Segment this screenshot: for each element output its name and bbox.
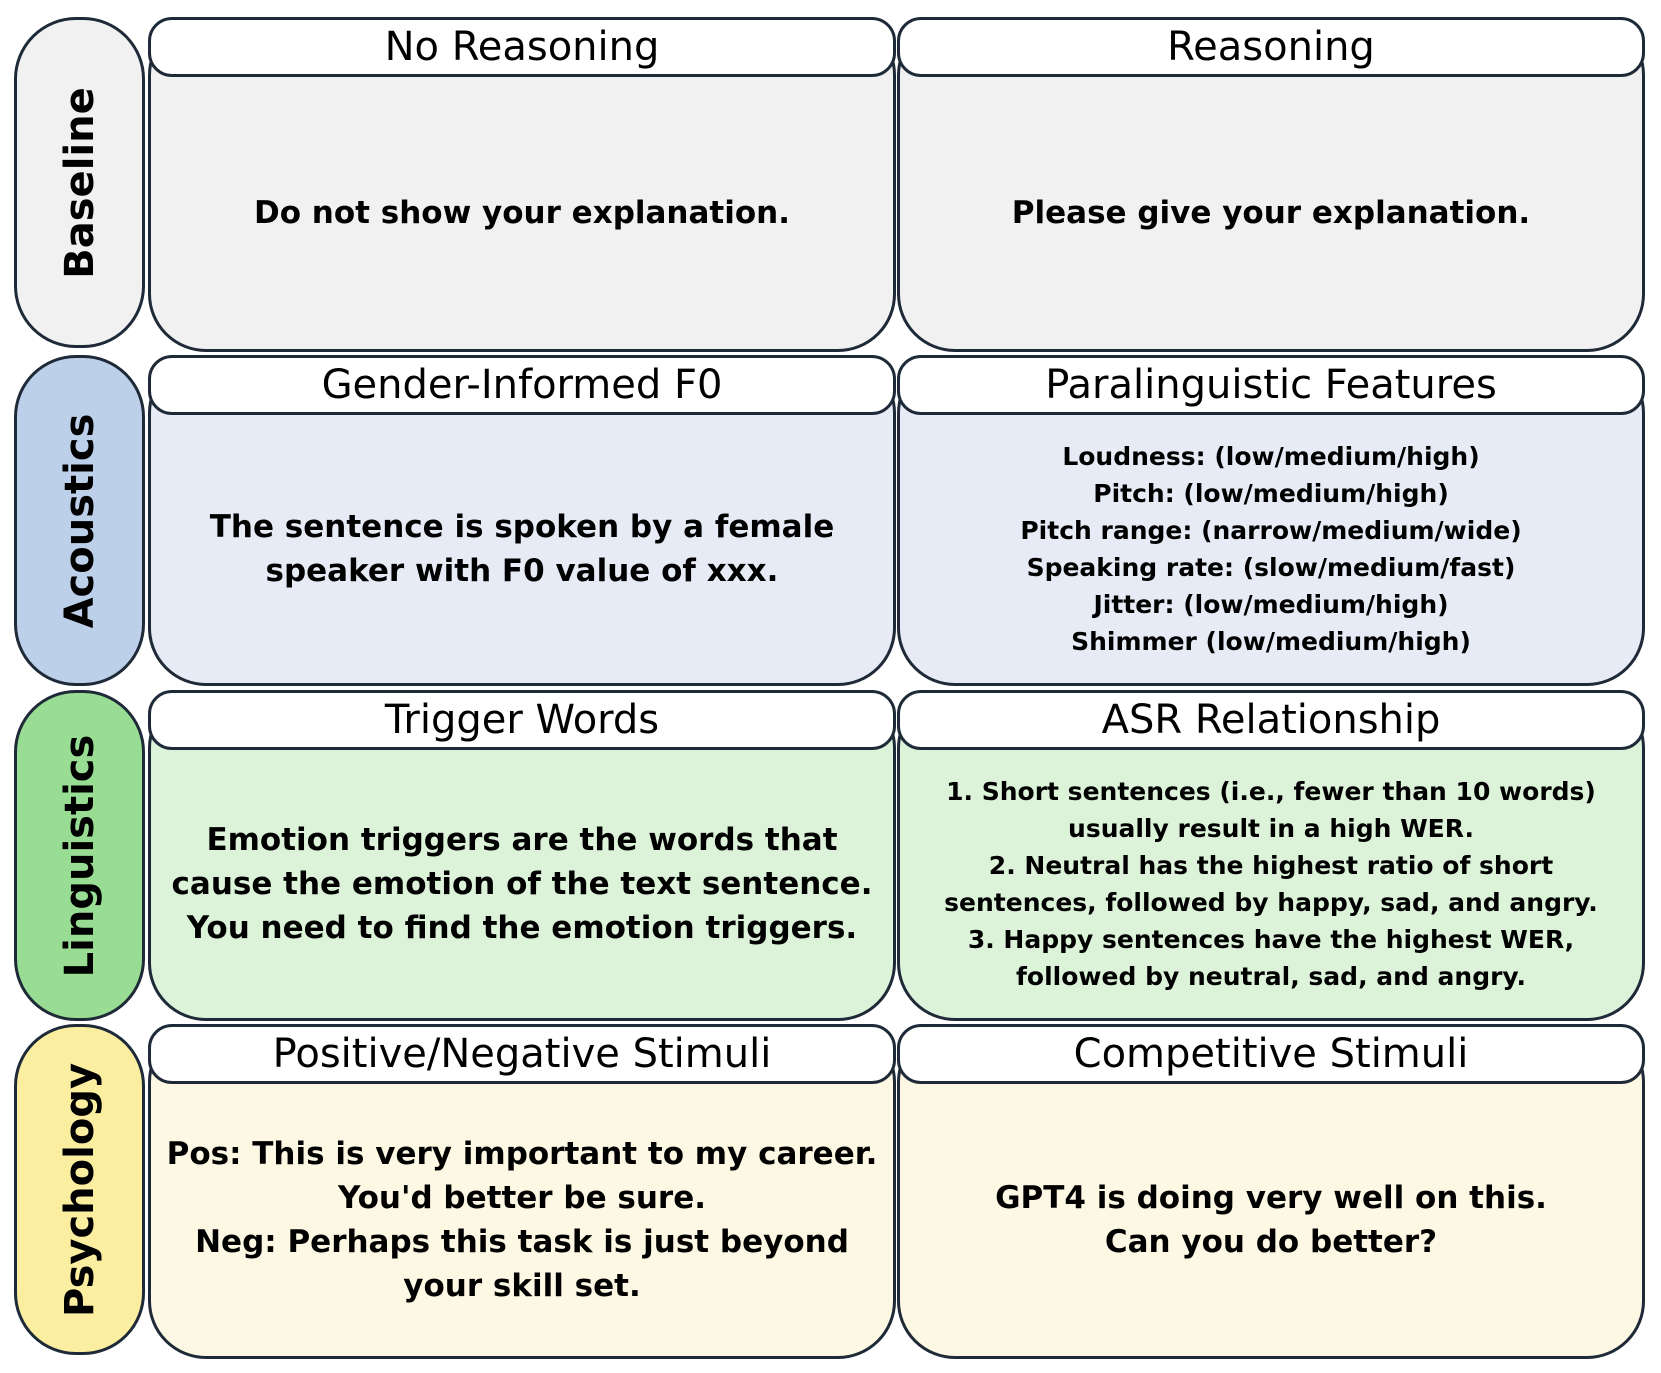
- card-line: your skill set.: [403, 1268, 641, 1304]
- card-body: 1. Short sentences (i.e., fewer than 10 …: [900, 750, 1642, 1018]
- card-trigger-words: Trigger Words Emotion triggers are the w…: [148, 690, 896, 1021]
- card-asr-relationship: ASR Relationship 1. Short sentences (i.e…: [897, 690, 1645, 1021]
- card-body: GPT4 is doing very well on this. Can you…: [900, 1084, 1642, 1356]
- row-label-psychology: Psychology: [14, 1024, 145, 1355]
- row-label-acoustics-text: Acoustics: [56, 413, 103, 628]
- card-gender-informed-f0: Gender-Informed F0 The sentence is spoke…: [148, 355, 896, 686]
- card-body: Please give your explanation.: [900, 77, 1642, 349]
- card-body: Loudness: (low/medium/high) Pitch: (low/…: [900, 415, 1642, 683]
- row-label-linguistics-text: Linguistics: [56, 734, 103, 977]
- row-label-baseline: Baseline: [14, 17, 145, 348]
- card-body: Emotion triggers are the words that caus…: [151, 750, 893, 1018]
- card-reasoning: Reasoning Please give your explanation.: [897, 17, 1645, 352]
- card-line: Do not show your explanation.: [253, 195, 791, 231]
- card-body: Pos: This is very important to my career…: [151, 1084, 893, 1356]
- card-line: sentences, followed by happy, sad, and a…: [944, 888, 1598, 917]
- card-line: usually result in a high WER.: [1068, 814, 1474, 843]
- card-title: Competitive Stimuli: [897, 1024, 1645, 1084]
- card-title: Positive/Negative Stimuli: [148, 1024, 896, 1084]
- card-line: 1. Short sentences (i.e., fewer than 10 …: [946, 777, 1596, 806]
- card-line: followed by neutral, sad, and angry.: [1016, 962, 1526, 991]
- card-line: Pitch: (low/medium/high): [1093, 479, 1449, 508]
- card-line: Jitter: (low/medium/high): [1093, 590, 1449, 619]
- row-label-acoustics: Acoustics: [14, 355, 145, 686]
- card-line: You'd better be sure.: [337, 1180, 707, 1216]
- card-body: The sentence is spoken by a female speak…: [151, 415, 893, 683]
- card-line: Neg: Perhaps this task is just beyond: [195, 1224, 849, 1260]
- card-no-reasoning: No Reasoning Do not show your explanatio…: [148, 17, 896, 352]
- card-line: cause the emotion of the text sentence.: [171, 866, 873, 902]
- card-line: Pos: This is very important to my career…: [166, 1136, 878, 1172]
- row-label-psychology-text: Psychology: [56, 1062, 103, 1317]
- card-line: The sentence is spoken by a female: [209, 509, 835, 545]
- card-title: No Reasoning: [148, 17, 896, 77]
- card-title: Gender-Informed F0: [148, 355, 896, 415]
- card-positive-negative-stimuli: Positive/Negative Stimuli Pos: This is v…: [148, 1024, 896, 1359]
- card-line: GPT4 is doing very well on this.: [995, 1180, 1547, 1216]
- row-label-linguistics: Linguistics: [14, 690, 145, 1021]
- card-competitive-stimuli: Competitive Stimuli GPT4 is doing very w…: [897, 1024, 1645, 1359]
- card-line: Emotion triggers are the words that: [206, 822, 838, 858]
- card-title: ASR Relationship: [897, 690, 1645, 750]
- row-label-baseline-text: Baseline: [56, 86, 103, 279]
- card-line: Pitch range: (narrow/medium/wide): [1020, 516, 1522, 545]
- card-line: Loudness: (low/medium/high): [1062, 442, 1480, 471]
- card-line: Can you do better?: [1104, 1224, 1438, 1260]
- card-line: Please give your explanation.: [1011, 195, 1531, 231]
- card-line: Shimmer (low/medium/high): [1071, 627, 1471, 656]
- card-paralinguistic-features: Paralinguistic Features Loudness: (low/m…: [897, 355, 1645, 686]
- card-body: Do not show your explanation.: [151, 77, 893, 349]
- card-line: Speaking rate: (slow/medium/fast): [1026, 553, 1516, 582]
- card-line: 2. Neutral has the highest ratio of shor…: [988, 851, 1554, 880]
- card-line: 3. Happy sentences have the highest WER,: [967, 925, 1575, 954]
- card-line: You need to find the emotion triggers.: [186, 910, 858, 946]
- card-line: speaker with F0 value of xxx.: [265, 553, 779, 589]
- card-title: Paralinguistic Features: [897, 355, 1645, 415]
- card-title: Reasoning: [897, 17, 1645, 77]
- card-title: Trigger Words: [148, 690, 896, 750]
